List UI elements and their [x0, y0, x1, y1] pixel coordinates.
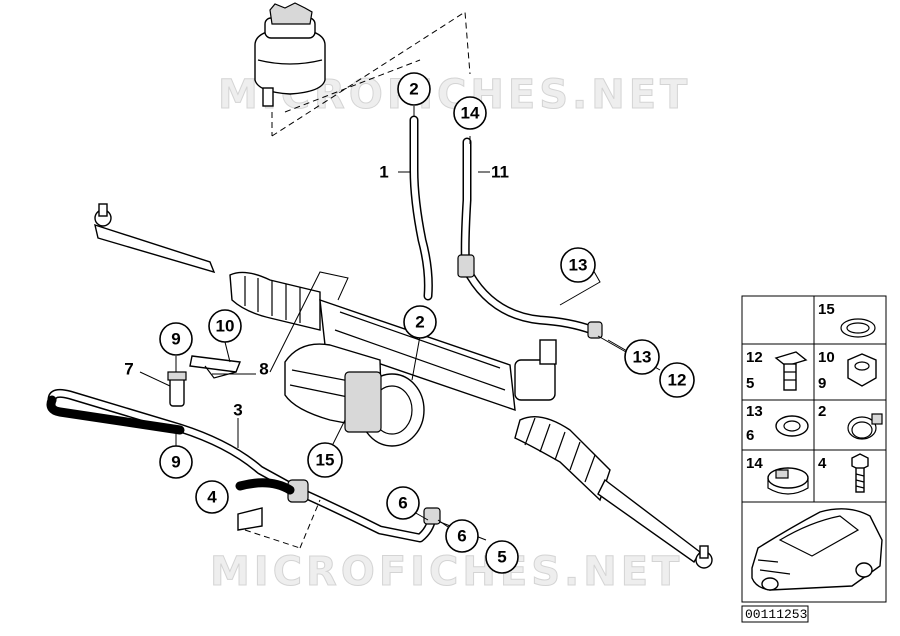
callout-label: 6	[398, 494, 407, 513]
watermark-bottom: MICROFICHES.NET	[210, 549, 683, 595]
callout-label: 2	[409, 80, 418, 99]
grid-cell-13-6[interactable]: 13 6	[746, 403, 809, 444]
clip-dash-line	[244, 529, 301, 549]
callout-label: 4	[207, 488, 217, 507]
grid-cell-2[interactable]: 2	[818, 403, 883, 440]
reference-number-box: 00111253	[741, 605, 809, 623]
grid-cell-14[interactable]: 14	[746, 455, 809, 495]
callout-5[interactable]: 5	[485, 540, 519, 574]
callout-2-top[interactable]: 2	[397, 72, 431, 106]
callout-3[interactable]: 3	[233, 401, 242, 420]
bracket-clip[interactable]	[237, 507, 263, 531]
callout-label: 5	[497, 548, 506, 567]
callout-2-mid[interactable]: 2	[403, 305, 437, 339]
callout-label: 6	[457, 527, 466, 546]
grid-label: 14	[746, 455, 763, 472]
callout-label: 15	[316, 451, 335, 470]
supply-hose[interactable]	[457, 137, 603, 339]
callout-label: 10	[216, 317, 235, 336]
callout-15[interactable]: 15	[307, 442, 343, 478]
callout-11[interactable]: 11	[491, 163, 509, 182]
reservoir-dash-line-2	[284, 59, 421, 113]
grid-cell-10-9[interactable]: 10 9	[818, 349, 877, 392]
pressure-sensor[interactable]	[167, 371, 187, 407]
grid-label: 2	[818, 403, 826, 420]
callout-label: 12	[668, 371, 687, 390]
pressure-line[interactable]	[46, 388, 441, 543]
callout-6-b[interactable]: 6	[445, 519, 479, 553]
o-ring-icon	[840, 318, 876, 338]
callout-12[interactable]: 12	[659, 362, 695, 398]
callout-1[interactable]: 1	[379, 163, 388, 182]
grid-label: 10	[818, 349, 835, 366]
hose-clamp-icon	[847, 413, 883, 440]
reservoir-dash-line	[271, 11, 471, 137]
grid-label: 13	[746, 403, 763, 420]
grid-label: 5	[746, 375, 754, 392]
hex-nut-icon	[847, 353, 877, 387]
pump-motor[interactable]	[284, 343, 425, 447]
grid-label: 6	[746, 427, 754, 444]
callout-label: 13	[569, 256, 588, 275]
grid-cell-12-5[interactable]: 12 5	[746, 349, 808, 392]
pressure-dash-line	[299, 499, 321, 549]
grid-cell-4[interactable]: 4	[818, 453, 869, 493]
steering-rack[interactable]	[94, 203, 713, 569]
callout-label: 13	[633, 348, 652, 367]
callout-10[interactable]: 10	[208, 309, 242, 343]
callout-7[interactable]: 7	[124, 360, 133, 379]
callout-label: 2	[415, 313, 424, 332]
callout-9-bottom[interactable]: 9	[159, 445, 193, 479]
callout-13-right[interactable]: 13	[560, 247, 596, 283]
callout-label: 9	[171, 330, 180, 349]
grid-cell-car[interactable]	[751, 508, 883, 591]
callout-label: 9	[171, 453, 180, 472]
callout-9-top[interactable]: 9	[159, 322, 193, 356]
callout-6-a[interactable]: 6	[386, 486, 420, 520]
sensor-bracket[interactable]	[189, 355, 241, 379]
bolt-icon	[851, 453, 869, 493]
grid-label: 9	[818, 375, 826, 392]
callout-13-bottom[interactable]: 13	[624, 339, 660, 375]
callout-label: 14	[461, 104, 480, 123]
reservoir-illustration[interactable]	[254, 2, 326, 136]
callout-8[interactable]: 8	[259, 360, 268, 379]
callout-4[interactable]: 4	[195, 480, 229, 514]
band-clamp-icon	[767, 467, 809, 495]
reference-number: 00111253	[745, 607, 807, 622]
return-hose[interactable]	[409, 115, 433, 301]
grid-label: 15	[818, 301, 835, 318]
sealing-ring-icon	[775, 415, 809, 437]
pump-bracket-dash	[269, 271, 349, 373]
grid-label: 4	[818, 455, 827, 472]
grid-cell-15[interactable]: 15	[818, 301, 876, 338]
grid-label: 12	[746, 349, 763, 366]
callout-14[interactable]: 14	[453, 96, 487, 130]
banjo-bolt-icon	[774, 351, 808, 391]
car-icon	[751, 508, 883, 591]
